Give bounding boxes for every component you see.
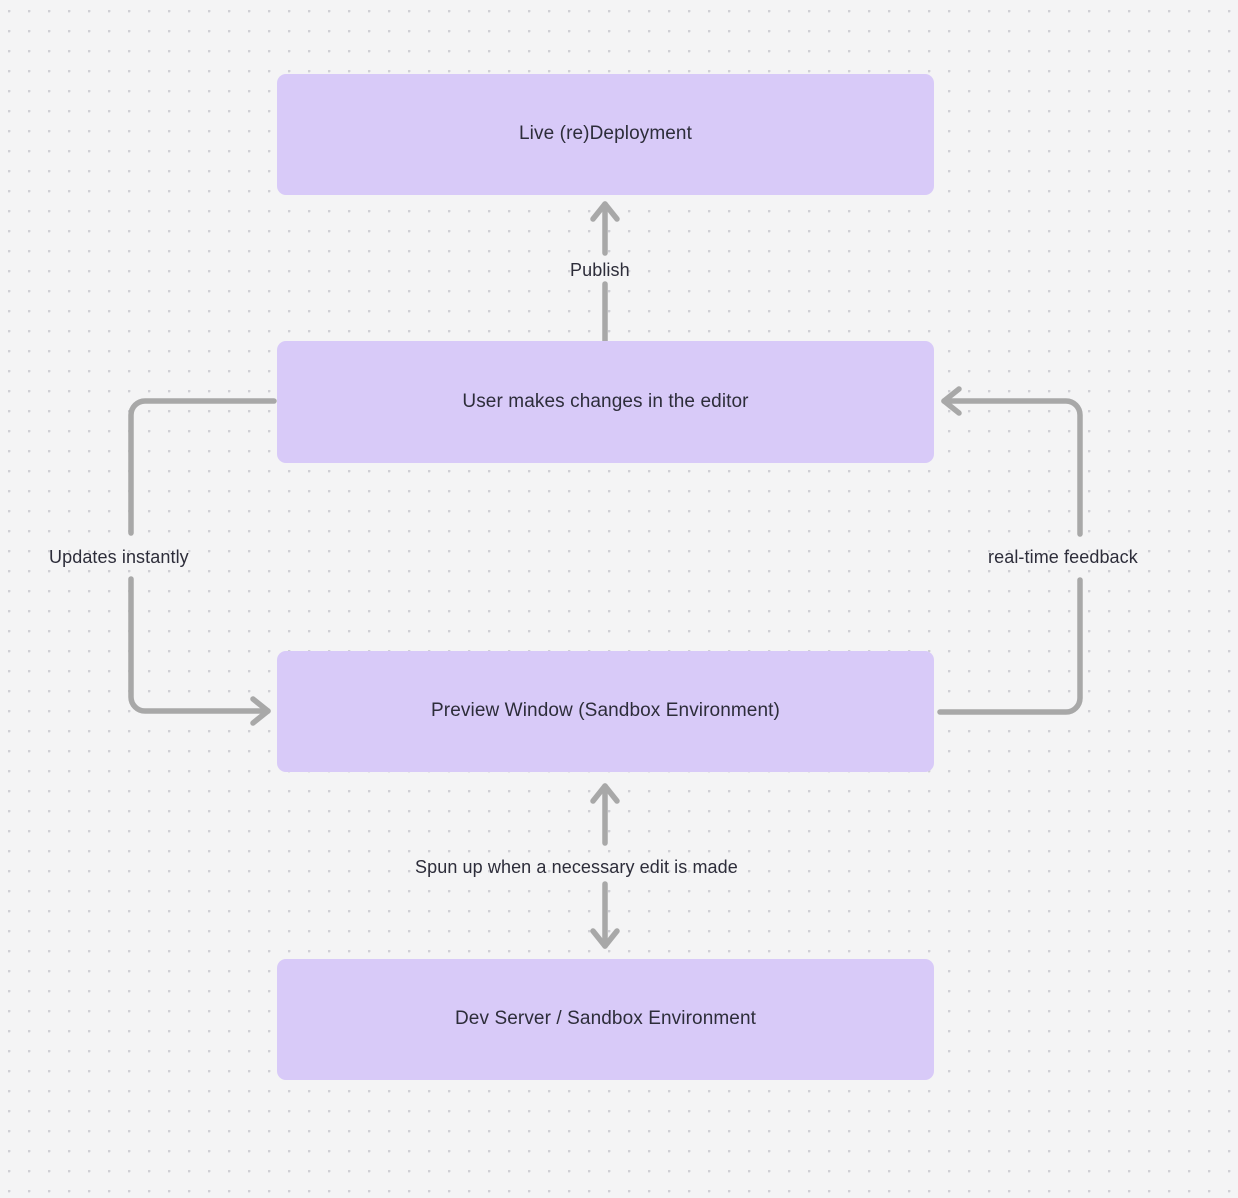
node-label: Dev Server / Sandbox Environment: [454, 1008, 756, 1030]
node-user-makes-changes[interactable]: User makes changes in the editor: [277, 341, 934, 463]
node-dev-server[interactable]: Dev Server / Sandbox Environment: [277, 959, 934, 1080]
node-label: User makes changes in the editor: [462, 390, 749, 412]
edge-label-updates-instantly: Updates instantly: [49, 547, 189, 567]
node-label: Live (re)Deployment: [519, 123, 692, 145]
edge-label-real-time-feedback: real-time feedback: [988, 547, 1138, 567]
node-label: Preview Window (Sandbox Environment): [431, 700, 780, 722]
edge-label-publish: Publish: [570, 260, 630, 280]
node-live-redeployment[interactable]: Live (re)Deployment: [277, 74, 934, 195]
edge-label-spun-up: Spun up when a necessary edit is made: [415, 857, 738, 877]
node-preview-window[interactable]: Preview Window (Sandbox Environment): [277, 651, 934, 772]
